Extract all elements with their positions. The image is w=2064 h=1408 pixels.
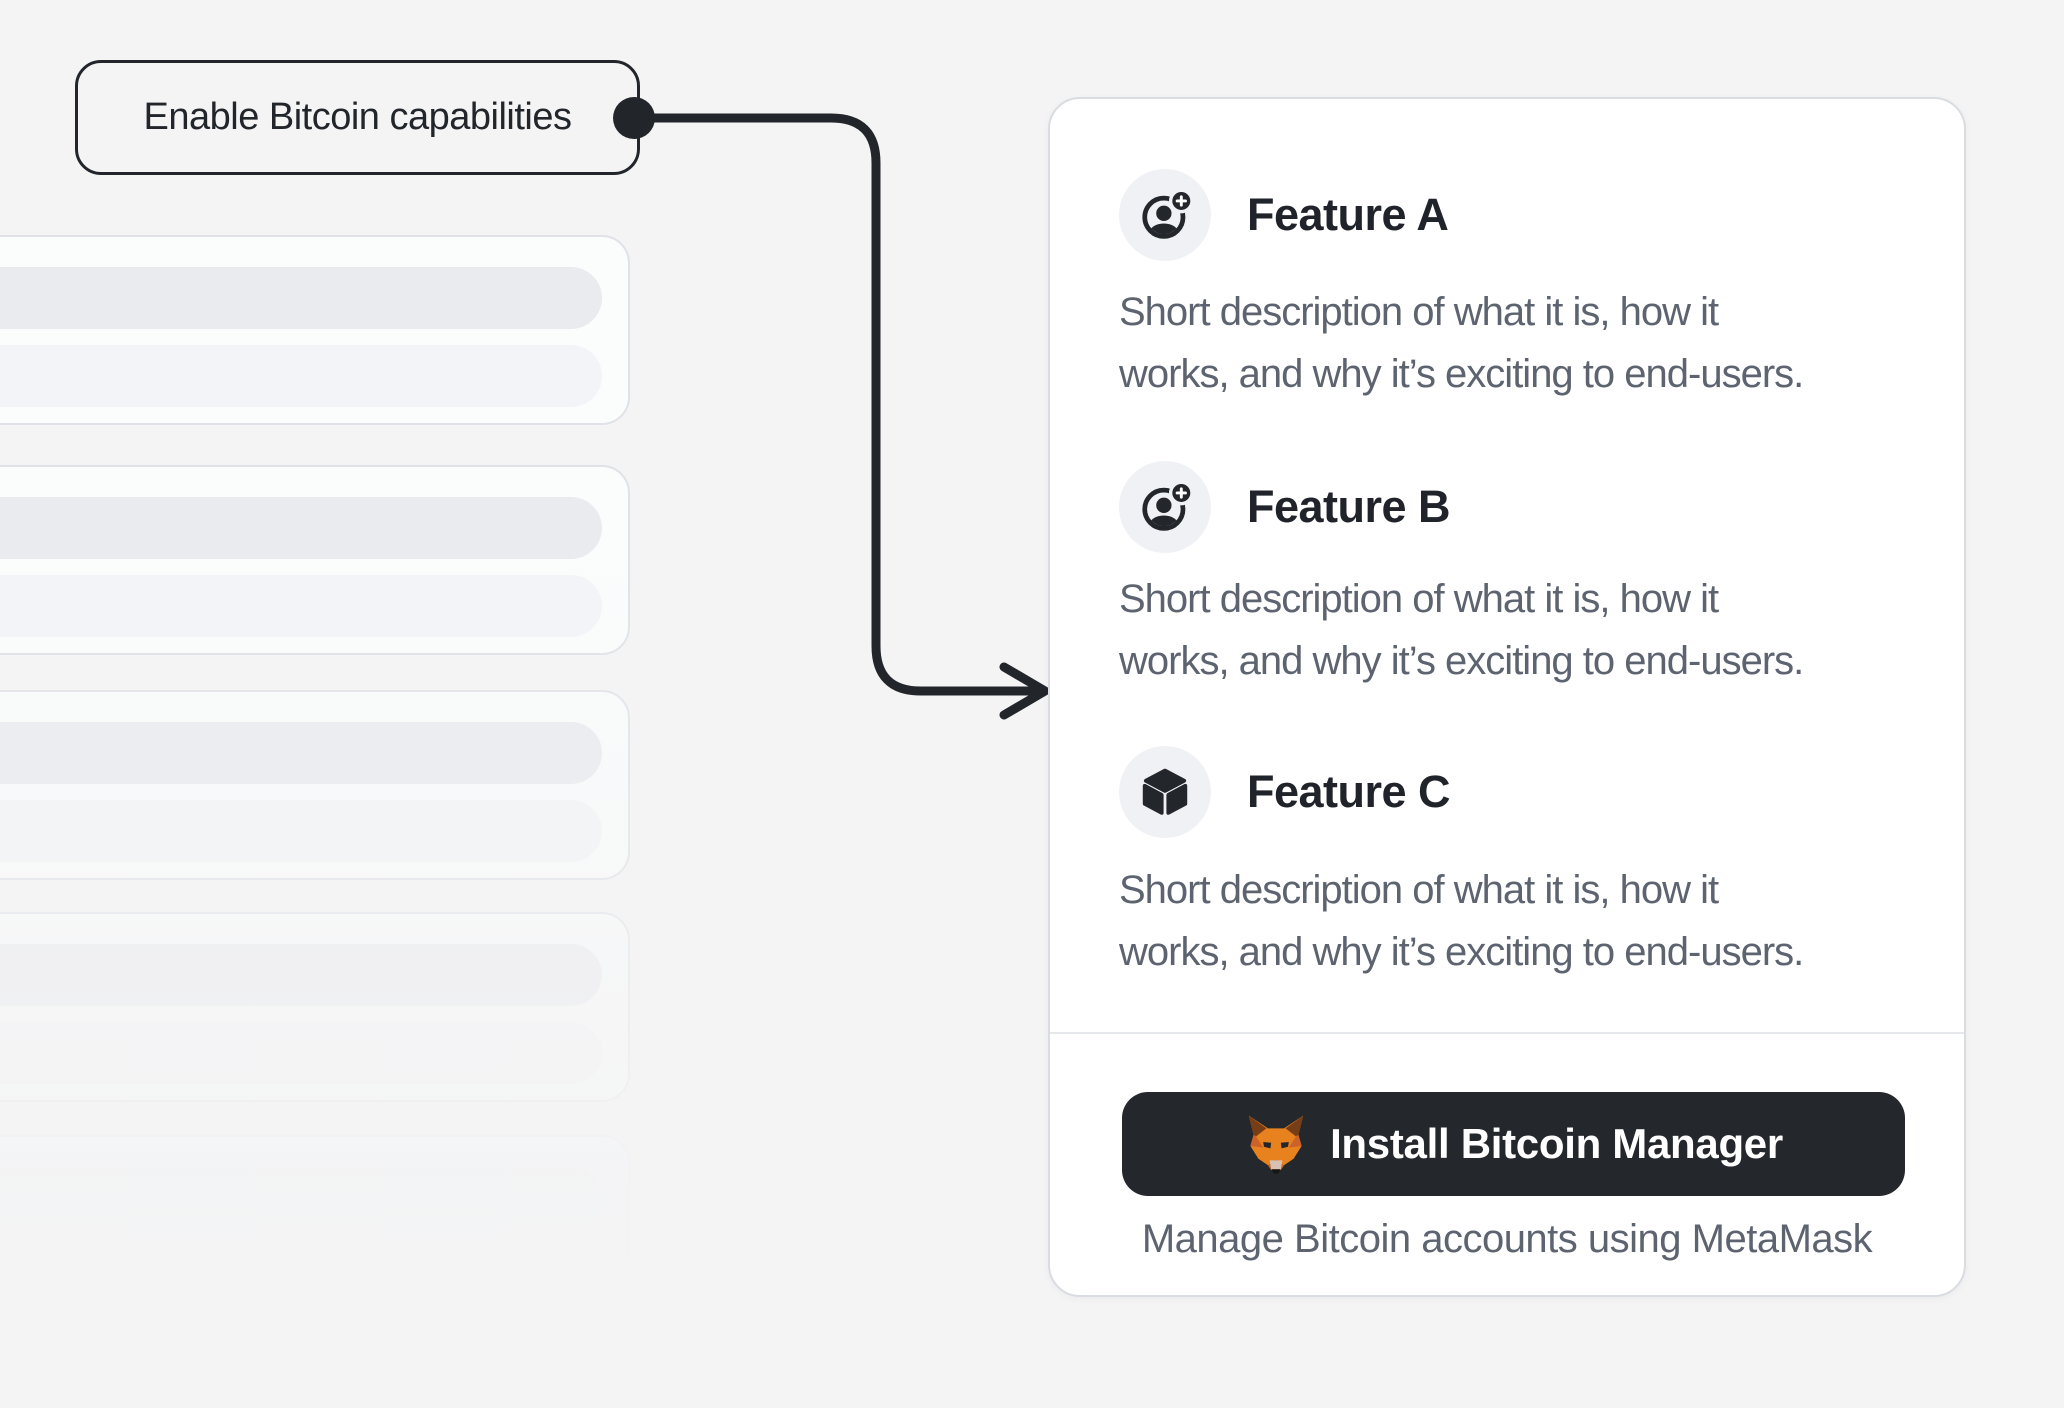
arrowhead-icon (999, 662, 1050, 720)
skeleton-bar (0, 944, 602, 1006)
skeleton-bar (0, 497, 602, 559)
skeleton-card (0, 465, 630, 655)
feature-row-a: Feature A (1119, 169, 1449, 261)
skeleton-bar (0, 267, 602, 329)
card-divider (1050, 1032, 1964, 1034)
skeleton-bar (0, 345, 602, 407)
user-add-icon (1119, 461, 1211, 553)
skeleton-bar (0, 800, 602, 862)
skeleton-bar (0, 575, 602, 637)
skeleton-card (0, 912, 630, 1102)
install-bitcoin-manager-button[interactable]: Install Bitcoin Manager (1122, 1092, 1905, 1196)
feature-row-b: Feature B (1119, 461, 1451, 553)
skeleton-bar (0, 1245, 602, 1307)
skeleton-card (0, 1135, 630, 1325)
skeleton-bar (0, 1167, 602, 1229)
skeleton-bar (0, 722, 602, 784)
user-add-icon (1119, 169, 1211, 261)
button-caption: Manage Bitcoin accounts using MetaMask (1141, 1217, 1873, 1261)
feature-title: Feature C (1247, 766, 1451, 817)
feature-title: Feature A (1247, 189, 1449, 240)
metamask-fox-icon (1244, 1114, 1308, 1174)
feature-description: Short description of what it is, how it … (1119, 868, 1804, 974)
feature-card: Feature A Short description of what it i… (1048, 97, 1966, 1297)
feature-title: Feature B (1247, 481, 1451, 532)
skeleton-bar (0, 1022, 602, 1084)
callout-enable-bitcoin: Enable Bitcoin capabilities (75, 60, 640, 175)
feature-description: Short description of what it is, how it … (1119, 290, 1804, 396)
feature-description: Short description of what it is, how it … (1119, 577, 1804, 683)
skeleton-card (0, 235, 630, 425)
install-button-label: Install Bitcoin Manager (1330, 1120, 1783, 1167)
skeleton-card (0, 690, 630, 880)
feature-row-c: Feature C (1119, 746, 1451, 838)
cube-icon (1119, 746, 1211, 838)
callout-label: Enable Bitcoin capabilities (143, 96, 573, 138)
